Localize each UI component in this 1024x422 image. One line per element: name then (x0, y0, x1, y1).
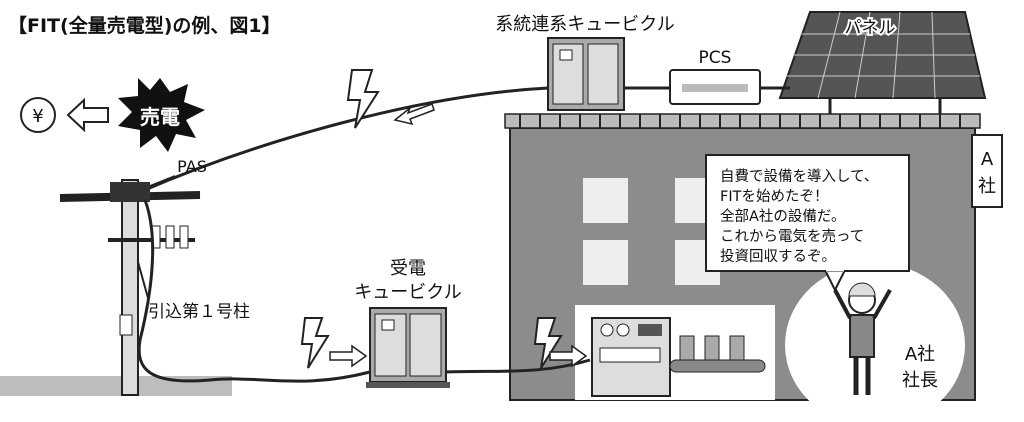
receiving-cubicle: 受電 キュービクル (354, 258, 462, 388)
pcs-unit: PCS (625, 48, 790, 105)
power-line (209, 370, 371, 383)
svg-text:投資回収するぞ。: 投資回収するぞ。 (720, 248, 836, 265)
power-line (139, 86, 549, 194)
factory-machine (591, 317, 766, 397)
ground (0, 376, 232, 396)
lightning-icon (346, 69, 380, 129)
utility-pole: PAS 引込第１号柱 (59, 157, 250, 396)
svg-text:PAS: PAS (177, 157, 207, 176)
arrow-left-icon (66, 97, 109, 133)
arrow-to-grid-icon (393, 103, 435, 126)
speech-bubble: 自費で設備を導入して、 FITを始めたぞ！ 全部A社の設備だ。 これから電気を売… (705, 154, 910, 293)
svg-text:PCS: PCS (699, 48, 732, 68)
svg-text:キュービクル: キュービクル (354, 282, 461, 303)
svg-text:¥: ¥ (32, 106, 43, 127)
svg-text:社長: 社長 (902, 370, 938, 391)
svg-text:FITを始めたぞ！: FITを始めたぞ！ (720, 188, 828, 205)
svg-text:引込第１号柱: 引込第１号柱 (148, 302, 250, 322)
svg-text:受電: 受電 (390, 258, 426, 279)
svg-text:自費で設備を導入して、: 自費で設備を導入して、 (720, 168, 878, 185)
window (583, 240, 628, 285)
arrow-right-icon (549, 344, 588, 368)
grid-connection-cubicle: 系統連系キュービクル (495, 14, 675, 111)
burst-icon (118, 78, 205, 152)
president: A社 社長 (785, 263, 965, 422)
pas-switch (110, 182, 150, 202)
svg-text:これから電気を売って: これから電気を売って (720, 228, 864, 245)
svg-text:全部A社の設備だ。: 全部A社の設備だ。 (720, 207, 845, 225)
svg-text:社: 社 (978, 176, 996, 197)
svg-text:A: A (981, 149, 994, 170)
arrow-right-icon (329, 344, 368, 368)
window (583, 178, 628, 223)
solar-panel: パネル (778, 11, 987, 114)
diagram-title: 【FIT(全量売電型)の例、図1】 (8, 14, 281, 37)
sell-power-group: ¥ 売電 (20, 78, 205, 152)
lightning-icon (300, 317, 330, 369)
svg-text:売電: 売電 (140, 105, 180, 129)
svg-text:パネル: パネル (845, 18, 896, 38)
svg-text:系統連系キュービクル: 系統連系キュービクル (495, 14, 674, 35)
svg-text:A社: A社 (905, 344, 935, 365)
yen-icon (20, 97, 56, 133)
company-sign: A 社 (971, 134, 1003, 208)
